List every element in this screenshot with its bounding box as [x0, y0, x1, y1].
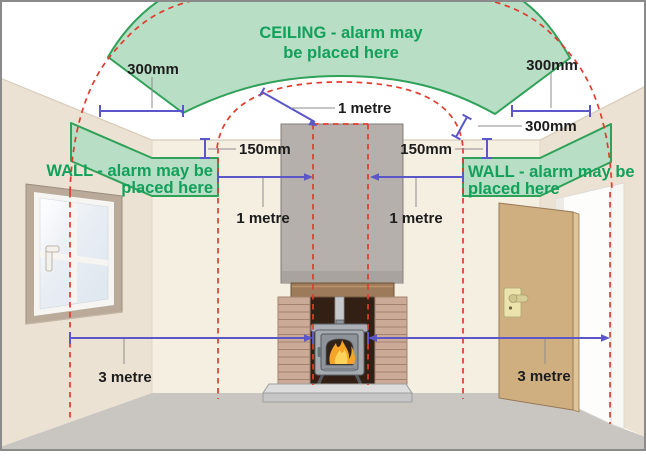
- wall-zone-left-label: WALL - alarm may be placed here: [46, 162, 213, 197]
- dim-3metre-left: 3 metre: [69, 332, 314, 386]
- dim-150mm-left: 150mm: [200, 138, 291, 159]
- window-mullion-horizontal: [40, 251, 108, 266]
- wall-zone-left: [70, 122, 219, 197]
- dim-150mm-right: 150mm: [400, 138, 492, 159]
- stove-door-handle: [317, 347, 321, 357]
- stove-ash-lip: [324, 368, 355, 372]
- dim-1metre-flue-left: 1 metre: [217, 172, 313, 227]
- wall-zone-right-label-line2: placed here: [468, 180, 560, 198]
- dim-1metre-flue-top: 1 metre: [258, 87, 391, 126]
- hearth: [262, 383, 413, 403]
- dim-label: 300mm: [525, 118, 577, 135]
- brick-courses: [278, 304, 407, 380]
- ceiling-zone-label: CEILING - alarm may be placed here: [259, 24, 423, 62]
- dim-300mm-ceiling-right: 300mm: [511, 57, 591, 117]
- window: [25, 183, 123, 325]
- dim-label: 3 metre: [517, 368, 570, 385]
- dim-label: 3 metre: [98, 369, 151, 386]
- door-slab: [498, 202, 574, 411]
- stove: [310, 319, 369, 388]
- mantel-beam: [290, 282, 395, 298]
- outer-arc-dash: [69, 0, 613, 193]
- wall-zone-right: [462, 123, 612, 197]
- door-keyhole: [508, 306, 513, 310]
- dim-3metre-right: 3 metre: [367, 332, 610, 385]
- ceiling-zone-label-line2: be placed here: [283, 44, 399, 62]
- ceiling-zone: [107, 0, 571, 115]
- wall-zone-right-label-line1: WALL - alarm may be: [468, 163, 635, 181]
- door: [498, 202, 580, 413]
- floor: [0, 393, 646, 451]
- door-edge: [572, 211, 580, 413]
- dim-1metre-flue-right: 1 metre: [370, 172, 464, 227]
- wall-zone-left-label-line1: WALL - alarm may be: [46, 162, 213, 180]
- wall-zone-right-label: WALL - alarm may be placed here: [468, 163, 635, 198]
- dim-label: 1 metre: [338, 100, 391, 117]
- dim-label: 150mm: [239, 141, 291, 158]
- dim-300mm-ceiling-left: 300mm: [99, 61, 184, 117]
- inner-dome-dash: [216, 81, 464, 149]
- boundary-dashes: [69, 0, 613, 424]
- dim-label: 300mm: [526, 57, 578, 74]
- chimney-breast: [280, 123, 404, 284]
- brick-pillar-right: [374, 296, 408, 385]
- door-frame: [610, 182, 625, 430]
- wall-zone-left-label-line2: placed here: [121, 179, 213, 197]
- dim-300mm-ceiling-slope-right: 300mm: [451, 113, 577, 141]
- dim-label: 300mm: [127, 61, 179, 78]
- dim-label: 1 metre: [236, 210, 289, 227]
- dim-label: 1 metre: [389, 210, 442, 227]
- ceiling-zone-label-line1: CEILING - alarm may: [259, 24, 423, 42]
- window-mullion-vertical: [71, 202, 77, 304]
- dim-label: 150mm: [400, 141, 452, 158]
